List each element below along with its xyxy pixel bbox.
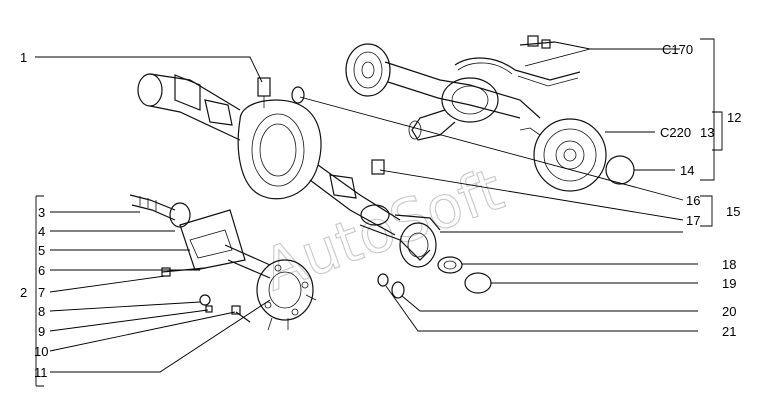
callout-16: 16 xyxy=(686,193,700,208)
callout-18: 18 xyxy=(722,257,736,272)
callout-15: 15 xyxy=(726,204,740,219)
callout-5: 5 xyxy=(38,243,45,258)
callout-12: 12 xyxy=(727,110,741,125)
callout-19: 19 xyxy=(722,276,736,291)
callout-2: 2 xyxy=(20,285,27,300)
callout-11: 11 xyxy=(34,365,48,380)
callout-4: 4 xyxy=(38,224,45,239)
callout-3: 3 xyxy=(38,205,45,220)
callout-9: 9 xyxy=(38,324,45,339)
assembled-axle-drawing xyxy=(345,35,635,192)
leader-lines xyxy=(35,38,723,387)
axle-housing-drawing xyxy=(137,73,401,236)
callout-c220: C220 xyxy=(660,125,691,140)
watermark: AutoSoft xyxy=(254,155,511,304)
pinion-assembly-drawing xyxy=(129,194,317,331)
callout-1: 1 xyxy=(20,50,27,65)
callout-21: 21 xyxy=(722,324,736,339)
callout-8: 8 xyxy=(38,304,45,319)
right-hub-drawing xyxy=(359,204,492,299)
callout-17: 17 xyxy=(686,213,700,228)
callout-13: 13 xyxy=(700,125,714,140)
callout-c170: C170 xyxy=(662,42,693,57)
callout-14: 14 xyxy=(680,163,694,178)
callout-20: 20 xyxy=(722,304,736,319)
callout-6: 6 xyxy=(38,263,45,278)
callout-10: 10 xyxy=(34,344,48,359)
callout-labels: 1 2 3 4 5 6 7 8 9 10 11 12 13 14 15 16 1… xyxy=(20,42,741,380)
callout-7: 7 xyxy=(38,285,45,300)
